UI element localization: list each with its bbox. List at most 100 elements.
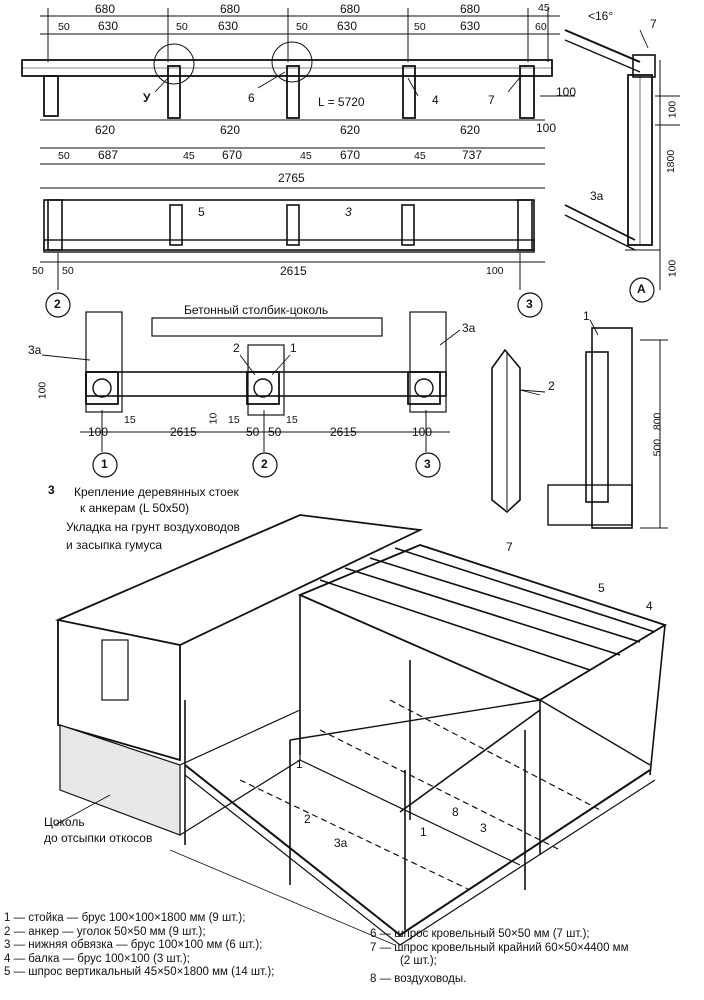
leader-lines [41, 29, 649, 826]
caption-line4: и засыпка гумуса [66, 538, 163, 552]
label-u: У [143, 91, 151, 105]
plan-3a-right: 3а [462, 321, 476, 335]
plan-dim-7: 2615 [330, 425, 357, 439]
axis-1-bottom: 1 [101, 457, 108, 471]
legend-item-8: 8 — воздуховоды. [370, 972, 467, 985]
caption-line3: Укладка на грунт воздуховодов [66, 520, 240, 534]
dim-row4-3: 670 [222, 148, 243, 162]
dim-row2-4: 50 [296, 21, 308, 33]
callout-3: 3 [345, 205, 352, 219]
iso-1a: 1 [296, 757, 303, 771]
dim-bottom-2: 2615 [280, 264, 307, 278]
dim-row2-1: 630 [98, 19, 119, 33]
plan-dim-1: 15 [124, 414, 136, 426]
iso-8: 8 [452, 805, 459, 819]
anchor-plan [80, 311, 450, 478]
dim-row4-2: 45 [183, 150, 195, 162]
plan-dim-6: 50 [268, 425, 282, 439]
section-100a: 100 [666, 100, 679, 119]
iso-4: 4 [646, 599, 653, 613]
dim-row4-6: 45 [414, 150, 426, 162]
dim-row2-3: 630 [218, 19, 239, 33]
plan-dim-4: 15 [286, 414, 298, 426]
caption-line2: к анкерам (L 50x50) [80, 501, 190, 515]
dim-row2-2: 50 [176, 21, 188, 33]
plan-2: 2 [233, 341, 240, 355]
legend-item-3: 3 — нижняя обвязка — брус 100×100 мм (6 … [4, 939, 263, 951]
dim-bottom-0: 50 [32, 265, 44, 277]
callout-5: 5 [198, 205, 205, 219]
legend-item-2: 2 — анкер — уголок 50×50 мм (9 шт.); [4, 925, 206, 938]
axis-3-top: 3 [526, 297, 533, 311]
dim-620-4: 620 [460, 123, 481, 137]
dim-row2-0: 50 [58, 21, 70, 33]
iso-2: 2 [304, 812, 311, 826]
iso-3: 3 [480, 821, 487, 835]
dim-row4-7: 737 [462, 148, 483, 162]
isometric-view [55, 514, 668, 946]
dim-bottom-1: 50 [62, 265, 74, 277]
legend-left: 1 — стойка — брус 100×100×1800 мм (9 шт.… [4, 912, 274, 980]
top-elevation [21, 8, 575, 318]
dim-side-100: 100 [556, 85, 577, 99]
axis-2-top: 2 [54, 297, 61, 311]
dim-680-4: 680 [460, 2, 481, 16]
plan-dim-0: 100 [88, 425, 109, 439]
anchor-2: 2 [548, 379, 555, 393]
plan-dim-8: 100 [412, 425, 433, 439]
dim-total: 2765 [278, 171, 305, 185]
section-3a: 3а [590, 189, 604, 203]
iso-1b: 1 [420, 825, 427, 839]
legend-item-4: 4 — балка — брус 100×100 (3 шт.); [4, 952, 190, 965]
axis-a: А [637, 282, 646, 296]
dim-620-1: 620 [95, 123, 116, 137]
section-angle: <16° [588, 9, 614, 23]
plan-dim-2: 2615 [170, 425, 197, 439]
legend-item-6: 6 — шпрос кровельный 50×50 мм (7 шт.); [370, 928, 590, 940]
plan-100-left: 100 [36, 381, 49, 400]
anchor-dim: 500...800 [651, 412, 664, 457]
plan-dim-5: 50 [246, 425, 260, 439]
plan-1: 1 [290, 341, 297, 355]
dim-680-3: 680 [340, 2, 361, 16]
plan-dim-3: 15 [228, 414, 240, 426]
dim-620-3: 620 [340, 123, 361, 137]
caption-line1: Крепление деревянных стоек [74, 485, 239, 499]
dim-680-2: 680 [220, 2, 241, 16]
roof-section [564, 29, 680, 303]
section-7: 7 [650, 17, 657, 31]
caption-number: 3 [48, 483, 55, 497]
dim-row3-end: 100 [536, 121, 557, 135]
plan-title: Бетонный столбик-цоколь [184, 303, 329, 317]
label-length: L = 5720 [318, 95, 365, 109]
legend-right: 6 — шпрос кровельный 50×50 мм (7 шт.); 7… [370, 928, 628, 986]
axis-2-bottom: 2 [261, 457, 268, 471]
plan-10: 10 [207, 412, 220, 425]
anchor-detail [491, 327, 668, 529]
iso-7: 7 [506, 540, 513, 554]
dim-row2-8: 60 [535, 21, 547, 33]
section-1800: 1800 [665, 149, 678, 174]
plinth-label: Цоколь [44, 815, 85, 829]
dim-row4-4: 45 [300, 150, 312, 162]
callout-4: 4 [432, 93, 439, 107]
legend-item-1: 1 — стойка — брус 100×100×1800 мм (9 шт.… [4, 912, 246, 924]
legend-item-7: 7 — шпрос кровельный крайний 60×50×4400 … [370, 941, 629, 954]
dim-45: 45 [538, 2, 550, 14]
dim-bottom-4: 100 [666, 259, 679, 278]
anchor-1: 1 [583, 309, 590, 323]
dim-row4-1: 687 [98, 148, 119, 162]
callout-7: 7 [488, 93, 495, 107]
dim-row4-0: 50 [58, 150, 70, 162]
dim-row2-6: 50 [414, 21, 426, 33]
legend-item-5: 5 — шпрос вертикальный 45×50×1800 мм (14… [4, 966, 275, 978]
dim-row4-5: 670 [340, 148, 361, 162]
axis-3-bottom: 3 [424, 457, 431, 471]
dim-row2-5: 630 [337, 19, 358, 33]
callout-6: 6 [248, 91, 255, 105]
iso-5: 5 [598, 581, 605, 595]
dim-bottom-3: 100 [486, 265, 504, 277]
legend-item-7-cont: (2 шт.); [400, 955, 437, 967]
iso-3a: 3а [334, 836, 348, 850]
